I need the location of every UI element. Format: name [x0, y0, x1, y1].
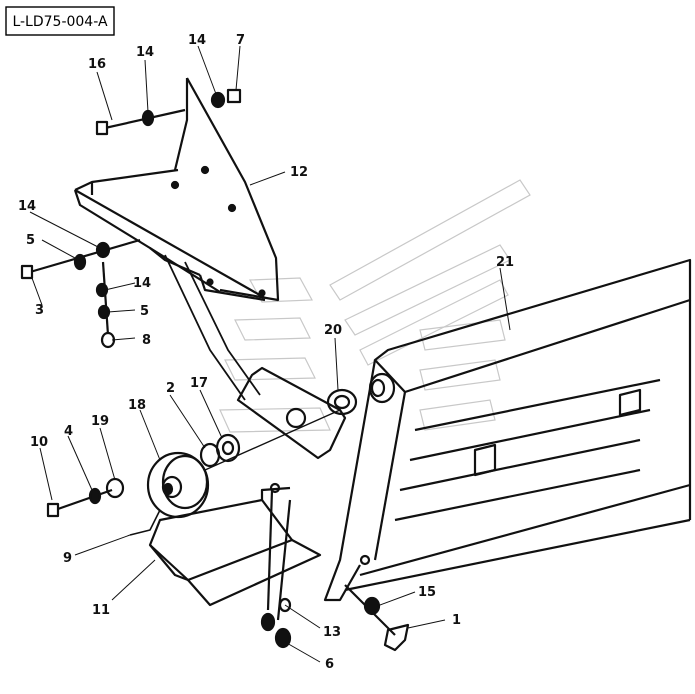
washer-5-lower	[97, 304, 111, 320]
callout-5-lower: 5	[140, 304, 149, 319]
callout-7: 7	[236, 33, 245, 48]
nut-14-top	[210, 91, 226, 109]
callout-5-left: 5	[26, 233, 35, 248]
callout-4: 4	[64, 424, 73, 439]
callout-12: 12	[290, 165, 308, 180]
bolt-10	[46, 488, 113, 518]
upper-bracket	[73, 77, 280, 302]
callout-16: 16	[88, 57, 106, 72]
callout-14-left: 14	[18, 199, 36, 214]
callout-2: 2	[166, 381, 175, 396]
callout-14-lower: 14	[133, 276, 151, 291]
callout-13: 13	[323, 625, 341, 640]
callout-14-top: 14	[188, 33, 206, 48]
callout-19: 19	[91, 414, 109, 429]
callout-20: 20	[324, 323, 342, 338]
belt-guard	[148, 482, 322, 607]
callout-17: 17	[190, 376, 208, 391]
nut-14-top-left	[141, 109, 155, 127]
spacer-19	[105, 477, 125, 499]
pin-9	[129, 509, 161, 536]
callout-1: 1	[452, 613, 461, 628]
hub-plate	[236, 366, 358, 460]
drawing-id-box: L-LD75-004-A	[5, 6, 115, 36]
callout-9: 9	[63, 551, 72, 566]
loader-frame	[323, 258, 692, 602]
pulley	[146, 451, 210, 519]
callout-8: 8	[142, 333, 151, 348]
callout-21: 21	[496, 255, 514, 270]
bolt-3	[20, 238, 141, 280]
washer-4	[88, 487, 102, 505]
washer-17	[215, 433, 241, 463]
callout-18: 18	[128, 398, 146, 413]
callout-3: 3	[35, 303, 44, 318]
callout-14-top-left: 14	[136, 45, 154, 60]
callout-10: 10	[30, 435, 48, 450]
watermark-logo	[219, 179, 531, 433]
bolt-13	[260, 489, 292, 632]
callout-11: 11	[92, 603, 110, 618]
nut-6	[274, 627, 292, 649]
nut-14-left	[95, 241, 111, 259]
leader-lines	[29, 45, 511, 663]
bolt-8	[100, 261, 116, 349]
nut-7	[226, 88, 242, 104]
link-arm	[164, 254, 261, 401]
washer-5-left	[73, 253, 87, 271]
callout-labels: 1 2 3 4 5 5 6 7 8 9 10 11 12 13 14 14 14…	[18, 33, 514, 672]
callout-15: 15	[418, 585, 436, 600]
pin-1	[344, 584, 410, 652]
drawing-id: L-LD75-004-A	[12, 14, 108, 30]
callout-6: 6	[325, 657, 334, 672]
